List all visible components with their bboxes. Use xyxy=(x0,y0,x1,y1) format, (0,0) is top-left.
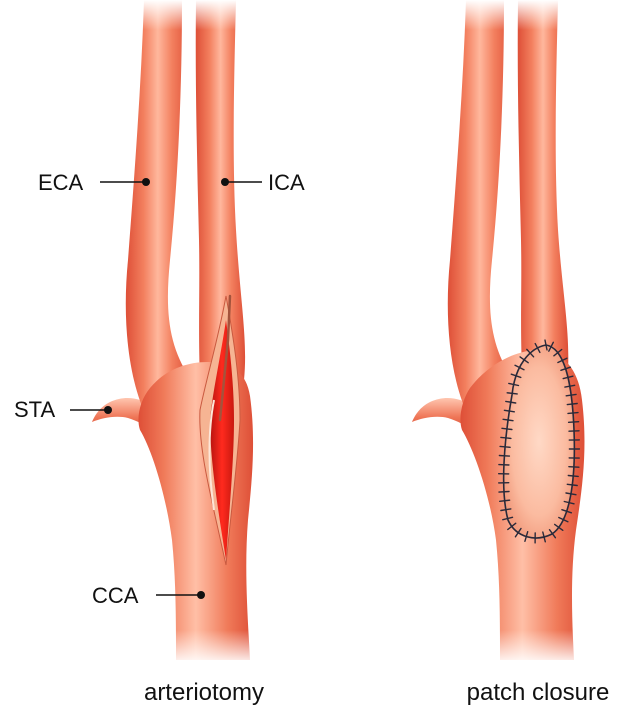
suture-stitch xyxy=(501,437,511,438)
label-eca-dot xyxy=(142,178,150,186)
right-ica xyxy=(518,0,569,370)
caption-arteriotomy: arteriotomy xyxy=(144,679,264,706)
suture-stitch xyxy=(569,467,579,468)
caption-patch-closure: patch closure xyxy=(467,679,610,706)
label-sta-dot xyxy=(104,406,112,414)
left-vessel-group xyxy=(92,0,270,665)
right-eca xyxy=(448,0,512,420)
left-bottom-fade xyxy=(160,630,270,665)
left-top-fade xyxy=(120,0,260,30)
right-bottom-fade xyxy=(484,630,594,665)
suture-stitch xyxy=(569,422,579,423)
left-eca xyxy=(126,0,190,420)
label-sta-text: STA xyxy=(14,397,55,422)
right-top-fade xyxy=(440,0,580,30)
suture-stitch xyxy=(499,456,509,457)
label-cca-text: CCA xyxy=(92,583,139,608)
suture-stitch xyxy=(568,476,578,477)
label-eca-text: ECA xyxy=(38,170,84,195)
suture-stitch xyxy=(500,446,510,447)
label-ica-text: ICA xyxy=(268,170,305,195)
label-cca-dot xyxy=(197,591,205,599)
suture-stitch xyxy=(499,492,509,493)
right-vessel-group xyxy=(412,0,594,665)
suture-stitch xyxy=(568,413,578,414)
